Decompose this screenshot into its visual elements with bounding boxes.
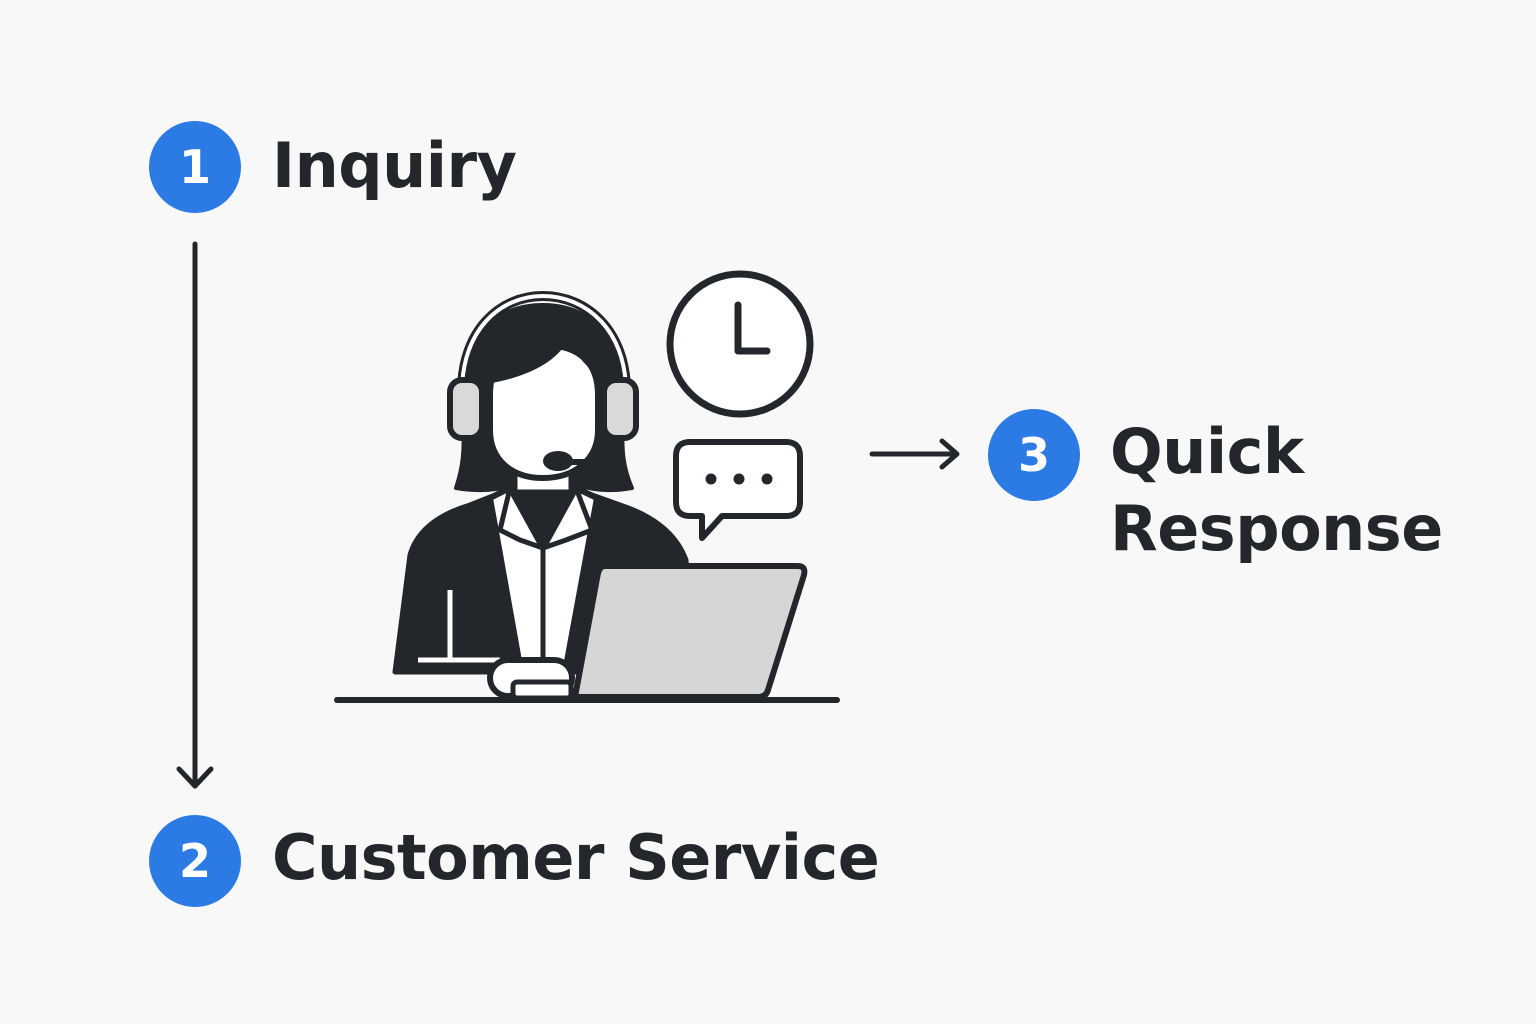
step-3-number-badge: 3	[988, 409, 1080, 501]
down-arrow	[176, 241, 214, 789]
step-2-label: Customer Service	[272, 821, 880, 894]
step-3-label: Quick Response	[1110, 414, 1443, 568]
step-1-number-badge: 1	[149, 121, 241, 213]
laptop-icon	[572, 563, 808, 700]
clock-icon	[666, 270, 814, 418]
step-3-label-line-1: Quick	[1110, 415, 1304, 488]
chat-bubble-icon	[673, 439, 803, 541]
customer-service-agent-icon	[392, 290, 695, 701]
step-3-label-line-2: Response	[1110, 491, 1443, 565]
step-1-label: Inquiry	[272, 129, 517, 202]
customer-service-illustration	[334, 270, 840, 703]
right-arrow	[869, 438, 960, 470]
step-2-number-badge: 2	[149, 815, 241, 907]
